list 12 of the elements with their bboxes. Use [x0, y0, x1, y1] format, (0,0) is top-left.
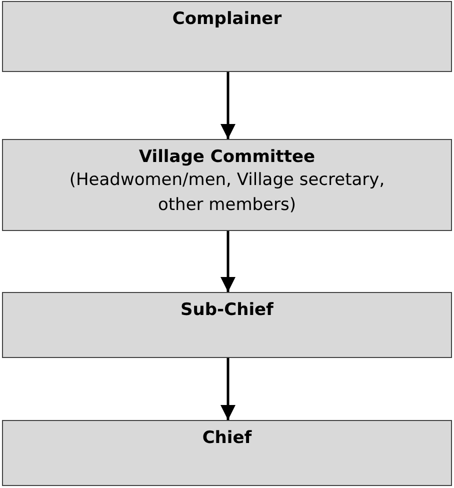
arrow	[220, 231, 236, 292]
arrow	[220, 72, 236, 139]
process-box	[2, 1, 452, 72]
box-title: Sub-Chief	[180, 299, 274, 321]
process-box	[2, 420, 452, 486]
process-box	[2, 292, 452, 358]
box-title: Complainer	[172, 8, 282, 30]
box-title: Chief	[202, 427, 252, 449]
arrow	[220, 358, 236, 420]
box-title: Village Committee	[138, 146, 316, 168]
box-description: (Headwomen/men, Village secretary, other members)	[68, 169, 386, 217]
process-box	[2, 139, 452, 231]
